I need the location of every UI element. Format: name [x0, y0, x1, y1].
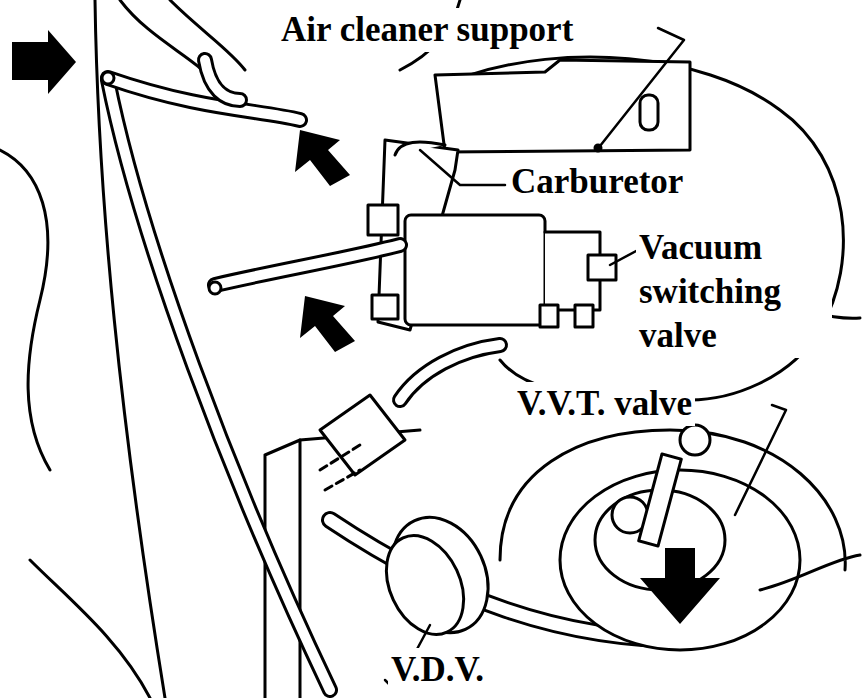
air-cleaner-support: [435, 60, 690, 152]
vdv: [371, 523, 478, 647]
vacuum-hose: [209, 282, 221, 294]
vvt-valve: [639, 454, 682, 546]
vvt-valve: [760, 555, 860, 590]
engine-bay-outline: [30, 560, 150, 698]
indicator-arrow: [295, 130, 350, 186]
indicator-arrow: [12, 30, 76, 94]
vacuum-hose: [108, 80, 330, 690]
vacuum-hose: [108, 80, 330, 690]
leader-line: [735, 405, 786, 515]
indicator-arrow: [12, 30, 720, 624]
vacuum-hose: [400, 345, 500, 400]
vacuum-hose: [215, 245, 400, 285]
leader-line: [385, 28, 786, 690]
air-cleaner-support: [435, 60, 690, 152]
vacuum-hose: [108, 78, 300, 120]
part-label: Carburetor: [508, 160, 686, 204]
leader-line: [420, 150, 505, 185]
vacuum-switching-valve: [395, 142, 445, 155]
engine-bay-outline: [0, 150, 50, 470]
vsv-bracket: [372, 295, 398, 319]
indicator-arrow: [640, 548, 720, 624]
air-cleaner-support: [640, 95, 658, 130]
vacuum-hose: [102, 72, 114, 84]
vacuum-hose: [108, 78, 300, 120]
vacuum-switching-valve: [588, 255, 616, 280]
vvt-valve: [500, 425, 860, 650]
part-label: Vacuum switching valve: [636, 226, 832, 358]
vsv-bracket: [368, 205, 398, 235]
vacuum-hose: [205, 60, 240, 100]
part-label: V.V.T. valve: [514, 382, 695, 426]
vacuum-hose: [215, 245, 400, 285]
part-label: V.D.V.: [388, 648, 487, 692]
vacuum-switching-valve: [405, 215, 545, 325]
engine-bay-outline: [120, 0, 210, 80]
vvt-valve: [680, 425, 710, 455]
leader-line: [600, 28, 684, 146]
vdv: [371, 502, 506, 649]
clip: [320, 445, 360, 490]
leader-line: [610, 250, 638, 265]
vacuum-hose: [205, 60, 240, 100]
indicator-arrow: [300, 296, 355, 352]
vacuum-switching-valve: [540, 305, 558, 327]
vvt-valve: [560, 470, 800, 650]
vacuum-switching-valve: [575, 305, 593, 327]
vacuum-hose: [400, 345, 500, 400]
clip: [320, 395, 405, 490]
part-label: Air cleaner support: [278, 8, 576, 52]
